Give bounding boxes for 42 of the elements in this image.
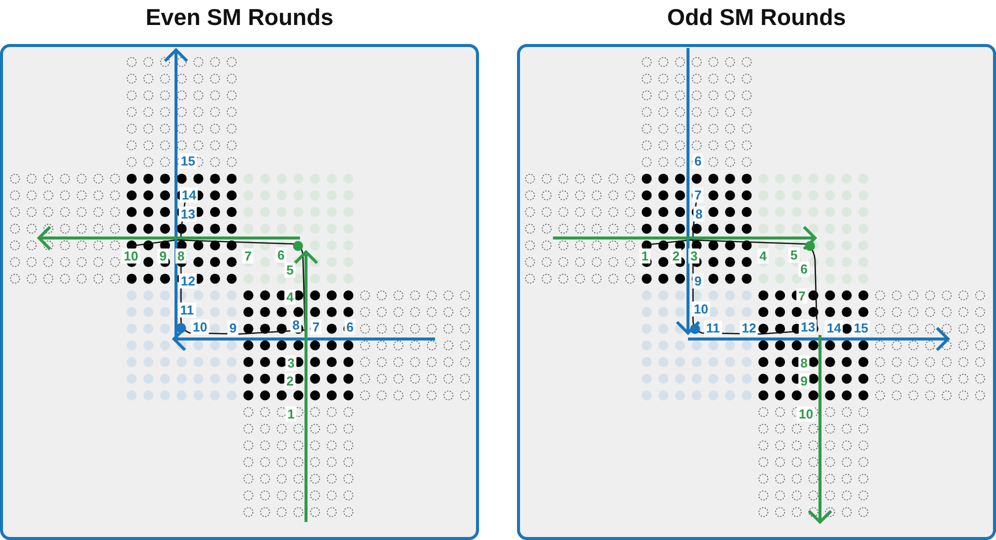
step-number: 8 xyxy=(798,356,810,370)
step-number: 8 xyxy=(175,248,187,264)
step-number: 6 xyxy=(275,248,287,262)
step-number: 10 xyxy=(190,320,210,334)
step-number: 4 xyxy=(284,290,296,304)
step-number: 8 xyxy=(693,206,705,222)
step-number: 3 xyxy=(285,356,297,370)
step-number: 1 xyxy=(285,406,297,422)
step-number: 1 xyxy=(639,248,651,264)
step-number: 2 xyxy=(284,374,296,388)
step-number: 5 xyxy=(284,262,296,278)
step-number: 11 xyxy=(704,320,722,336)
step-number: 11 xyxy=(178,302,196,318)
step-number: 8 xyxy=(290,318,302,332)
panel-title: Odd SM Rounds xyxy=(666,3,847,32)
step-number: 13 xyxy=(178,206,198,222)
step-number: 9 xyxy=(157,248,169,264)
step-number: 10 xyxy=(122,248,140,264)
step-number: 13 xyxy=(798,320,818,334)
step-number: 12 xyxy=(740,320,758,336)
step-number: 14 xyxy=(180,188,198,202)
step-number: 14 xyxy=(824,320,844,336)
step-number: 3 xyxy=(688,248,700,264)
step-number: 5 xyxy=(788,248,800,262)
step-number: 10 xyxy=(692,302,710,316)
step-number: 10 xyxy=(796,406,816,422)
step-number: 4 xyxy=(757,248,769,264)
step-number: 6 xyxy=(692,154,704,168)
step-number: 12 xyxy=(178,274,198,288)
step-number: 7 xyxy=(242,248,254,264)
step-number: 6 xyxy=(344,320,356,334)
step-number: 7 xyxy=(796,288,808,304)
step-number: 9 xyxy=(692,274,704,288)
step-number: 7 xyxy=(310,320,322,334)
step-number: 15 xyxy=(178,154,198,168)
step-number: 9 xyxy=(798,374,810,388)
step-number: 7 xyxy=(692,188,704,202)
step-number: 2 xyxy=(670,248,682,264)
step-number: 9 xyxy=(227,320,239,336)
step-number: 15 xyxy=(852,320,870,336)
panel-title: Even SM Rounds xyxy=(144,3,334,32)
step-number: 6 xyxy=(798,262,810,276)
